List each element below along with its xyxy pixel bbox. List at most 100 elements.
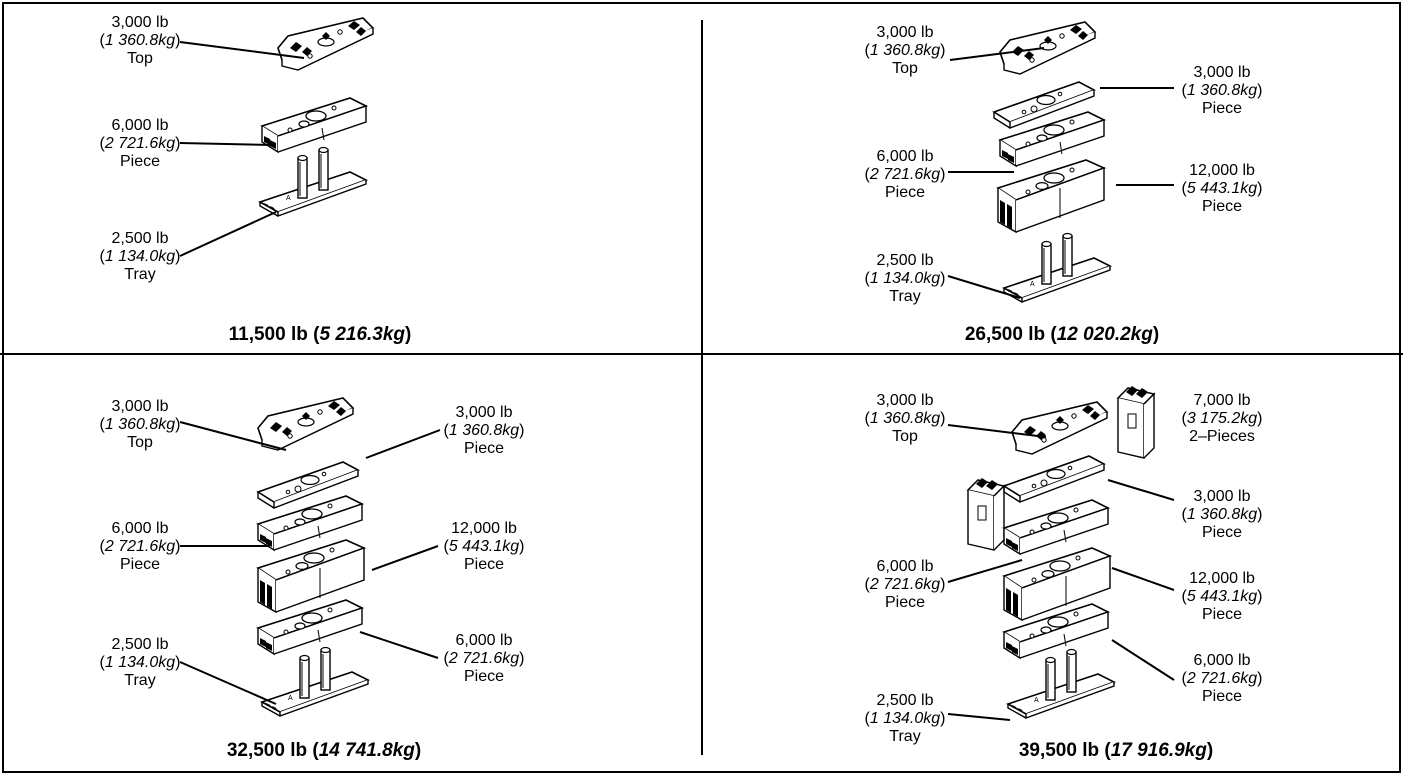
total-bl: 32,500 lb (14 741.8kg) bbox=[226, 740, 422, 761]
label-kg: 2 721.6kg bbox=[1186, 670, 1258, 687]
label-part: Piece bbox=[463, 668, 505, 685]
label-part: Piece bbox=[1201, 606, 1243, 623]
label-kg: 1 360.8kg bbox=[1186, 506, 1258, 523]
label-kg: 5 443.1kg bbox=[1186, 180, 1258, 197]
label-kg: 1 134.0kg bbox=[869, 270, 941, 287]
label-part: Top bbox=[127, 50, 153, 67]
label-weight: 2,500 lb bbox=[111, 636, 169, 653]
label-part: Piece bbox=[463, 440, 505, 457]
label-part: Tray bbox=[889, 288, 921, 305]
label-part: Piece bbox=[1201, 688, 1243, 705]
vertical-divider-top bbox=[701, 20, 703, 353]
label-kg: 1 360.8kg bbox=[1186, 82, 1258, 99]
label-kg-line: (1 360.8kg) bbox=[1181, 506, 1263, 523]
label-kg: 2 721.6kg bbox=[869, 576, 941, 593]
stack-bl bbox=[257, 397, 369, 717]
vertical-divider-bottom bbox=[701, 355, 703, 755]
label-weight: 6,000 lb bbox=[455, 632, 513, 649]
label-kg-line: (2 721.6kg) bbox=[864, 576, 946, 593]
label-part: Tray bbox=[124, 672, 156, 689]
label-part: Top bbox=[127, 434, 153, 451]
label-kg: 1 134.0kg bbox=[104, 248, 176, 265]
label-kg-line: (1 360.8kg) bbox=[443, 422, 525, 439]
label-weight: 3,000 lb bbox=[876, 392, 934, 409]
label-kg: 1 360.8kg bbox=[448, 422, 520, 439]
label-tr-top: 3,000 lb (1 360.8kg) Top bbox=[865, 24, 946, 78]
label-weight: 2,500 lb bbox=[111, 230, 169, 247]
total-kg: 14 741.8kg bbox=[318, 740, 415, 761]
label-kg-line: (5 443.1kg) bbox=[1181, 180, 1263, 197]
label-weight: 2,500 lb bbox=[876, 252, 934, 269]
label-kg-line: (2 721.6kg) bbox=[443, 650, 525, 667]
label-part: Tray bbox=[889, 728, 921, 745]
label-weight: 3,000 lb bbox=[1193, 64, 1251, 81]
label-kg-line: (5 443.1kg) bbox=[443, 538, 525, 555]
label-bl-piece-12000: 12,000 lb (5 443.1kg) Piece bbox=[444, 520, 525, 574]
label-part: Tray bbox=[124, 266, 156, 283]
label-kg: 2 721.6kg bbox=[104, 135, 176, 152]
label-bl-piece-6000: 6,000 lb (2 721.6kg) Piece bbox=[100, 520, 181, 574]
label-weight: 6,000 lb bbox=[111, 520, 169, 537]
total-lb: 26,500 lb bbox=[964, 324, 1046, 345]
label-part: Piece bbox=[884, 594, 926, 611]
label-kg-line: (1 134.0kg) bbox=[864, 710, 946, 727]
label-weight: 3,000 lb bbox=[1193, 488, 1251, 505]
label-br-tray: 2,500 lb (1 134.0kg) Tray bbox=[865, 692, 946, 746]
label-kg: 1 134.0kg bbox=[104, 654, 176, 671]
stack-tr bbox=[993, 21, 1111, 303]
label-tl-tray: 2,500 lb (1 134.0kg) Tray bbox=[100, 230, 181, 284]
label-weight: 3,000 lb bbox=[111, 14, 169, 31]
label-weight: 2,500 lb bbox=[876, 692, 934, 709]
label-weight: 6,000 lb bbox=[876, 558, 934, 575]
label-kg: 2 721.6kg bbox=[104, 538, 176, 555]
label-bl-tray: 2,500 lb (1 134.0kg) Tray bbox=[100, 636, 181, 690]
label-kg-line: (1 360.8kg) bbox=[1181, 82, 1263, 99]
label-part: Top bbox=[892, 60, 918, 77]
total-tr: 26,500 lb (12 020.2kg) bbox=[964, 324, 1160, 345]
label-kg-line: (1 360.8kg) bbox=[864, 410, 946, 427]
label-kg-line: (2 721.6kg) bbox=[99, 538, 181, 555]
label-kg: 1 360.8kg bbox=[869, 410, 941, 427]
label-kg: 2 721.6kg bbox=[448, 650, 520, 667]
label-kg-line: (1 360.8kg) bbox=[99, 32, 181, 49]
label-part: 2–Pieces bbox=[1189, 428, 1255, 445]
label-tl-top: 3,000 lb (1 360.8kg) Top bbox=[100, 14, 181, 68]
label-br-piece-12000: 12,000 lb (5 443.1kg) Piece bbox=[1182, 570, 1263, 624]
label-tr-piece-12000: 12,000 lb (5 443.1kg) Piece bbox=[1182, 162, 1263, 216]
label-kg-line: (1 360.8kg) bbox=[864, 42, 946, 59]
horizontal-divider bbox=[0, 353, 1403, 355]
label-weight: 7,000 lb bbox=[1193, 392, 1251, 409]
label-kg-line: (2 721.6kg) bbox=[99, 135, 181, 152]
stack-br bbox=[967, 385, 1155, 719]
label-tr-piece-3000: 3,000 lb (1 360.8kg) Piece bbox=[1182, 64, 1263, 118]
label-part: Piece bbox=[119, 556, 161, 573]
label-weight: 6,000 lb bbox=[876, 148, 934, 165]
label-weight: 6,000 lb bbox=[1193, 652, 1251, 669]
label-kg: 2 721.6kg bbox=[869, 166, 941, 183]
label-kg: 5 443.1kg bbox=[1186, 588, 1258, 605]
label-tl-piece: 6,000 lb (2 721.6kg) Piece bbox=[100, 117, 181, 171]
label-kg-line: (2 721.6kg) bbox=[1181, 670, 1263, 687]
label-part: Piece bbox=[119, 153, 161, 170]
label-part: Piece bbox=[463, 556, 505, 573]
label-br-piece-6000-lower: 6,000 lb (2 721.6kg) Piece bbox=[1182, 652, 1263, 706]
total-br: 39,500 lb (17 916.9kg) bbox=[1018, 740, 1214, 761]
label-weight: 3,000 lb bbox=[111, 398, 169, 415]
label-part: Piece bbox=[1201, 100, 1243, 117]
label-br-2pieces: 7,000 lb (3 175.2kg) 2–Pieces bbox=[1182, 392, 1263, 446]
label-br-piece-6000: 6,000 lb (2 721.6kg) Piece bbox=[865, 558, 946, 612]
label-bl-top: 3,000 lb (1 360.8kg) Top bbox=[100, 398, 181, 452]
label-tr-piece-6000: 6,000 lb (2 721.6kg) Piece bbox=[865, 148, 946, 202]
label-kg-line: (1 360.8kg) bbox=[99, 416, 181, 433]
label-kg-line: (1 134.0kg) bbox=[99, 248, 181, 265]
label-weight: 3,000 lb bbox=[455, 404, 513, 421]
label-tr-tray: 2,500 lb (1 134.0kg) Tray bbox=[865, 252, 946, 306]
total-lb: 32,500 lb bbox=[226, 740, 308, 761]
total-kg: 12 020.2kg bbox=[1056, 324, 1153, 345]
label-bl-piece-3000: 3,000 lb (1 360.8kg) Piece bbox=[444, 404, 525, 458]
label-part: Piece bbox=[1201, 198, 1243, 215]
label-kg-line: (1 134.0kg) bbox=[864, 270, 946, 287]
label-kg: 5 443.1kg bbox=[448, 538, 520, 555]
